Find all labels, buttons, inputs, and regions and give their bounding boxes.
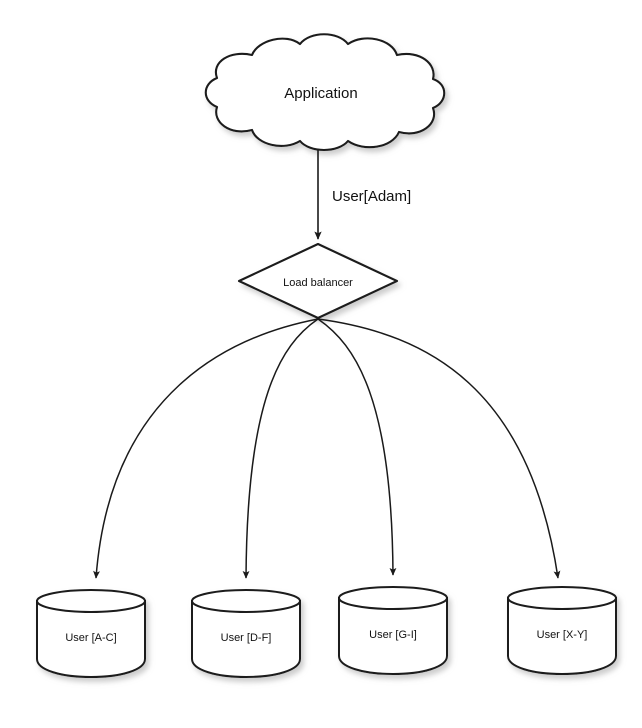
node-application[interactable] xyxy=(204,33,446,152)
cylinder-body-3 xyxy=(338,597,448,676)
database-4-label: User [X-Y] xyxy=(537,629,588,641)
edge-balancer-to-db-1 xyxy=(93,318,319,579)
cylinder-top-3 xyxy=(338,586,448,610)
edge-balancer-to-db-4 xyxy=(317,318,561,579)
cylinder-body-1 xyxy=(36,600,146,679)
diamond-shape xyxy=(237,242,399,320)
cloud-shape xyxy=(204,33,446,152)
database-1-label: User [A-C] xyxy=(65,632,116,644)
node-database-4[interactable] xyxy=(507,586,617,676)
node-database-2[interactable] xyxy=(191,589,301,679)
database-2-label: User [D-F] xyxy=(221,632,272,644)
load-balancer-label: Load balancer xyxy=(283,277,353,289)
database-3-label: User [G-I] xyxy=(369,629,417,641)
node-database-3[interactable] xyxy=(338,586,448,676)
edge-balancer-to-db-3 xyxy=(317,318,397,576)
edge-label-user-adam: User[Adam] xyxy=(332,188,411,205)
cylinder-top-2 xyxy=(191,589,301,613)
cylinder-body-2 xyxy=(191,600,301,679)
node-load-balancer[interactable] xyxy=(237,242,399,320)
edge-balancer-to-db-2 xyxy=(242,318,319,579)
cylinder-body-4 xyxy=(507,597,617,676)
node-database-1[interactable] xyxy=(36,589,146,679)
cylinder-top-1 xyxy=(36,589,146,613)
cylinder-top-4 xyxy=(507,586,617,610)
application-label: Application xyxy=(284,85,357,102)
